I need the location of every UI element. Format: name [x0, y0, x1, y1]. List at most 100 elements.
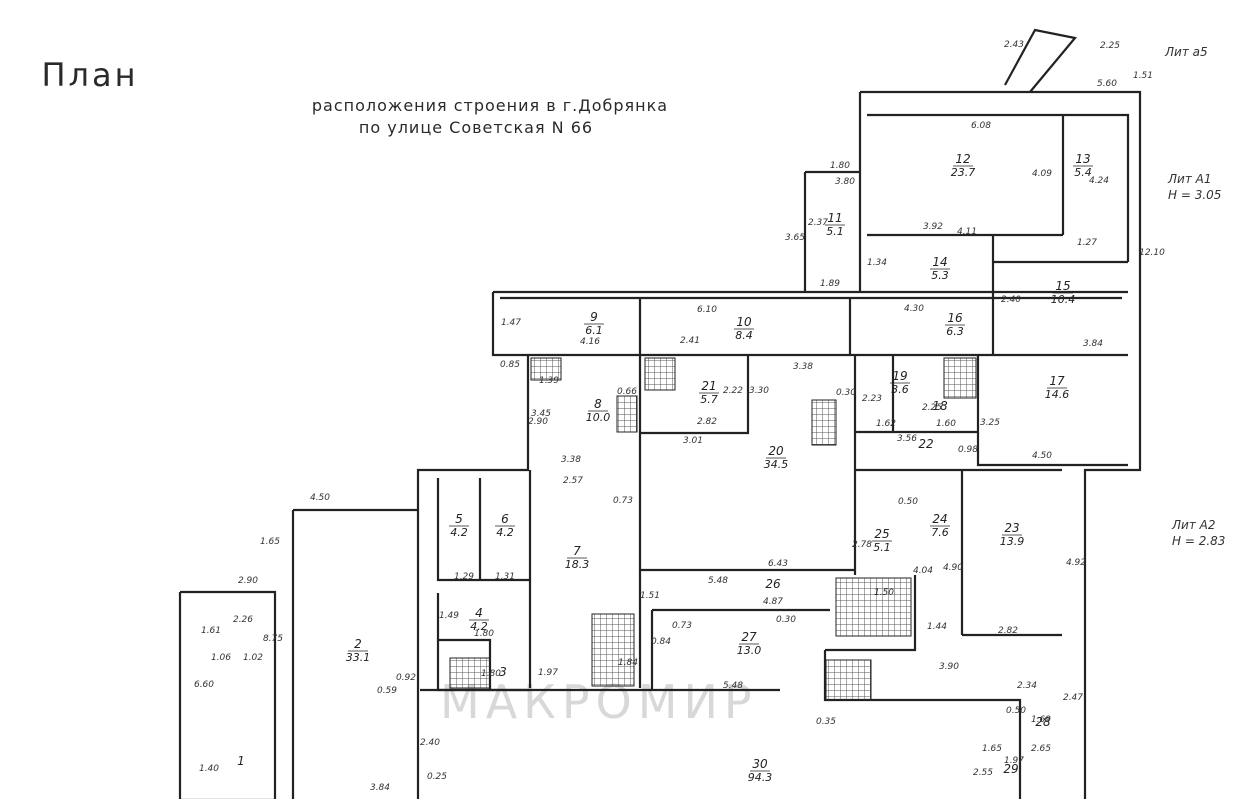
dimension-label: 1.27 [1077, 238, 1097, 248]
room-13-number: 13 [1075, 152, 1090, 166]
room-25-number: 25 [874, 527, 889, 541]
room-3-number: 3 [499, 665, 507, 679]
room-6-area: 4.2 [496, 526, 514, 539]
dimension-label: 6.08 [971, 121, 991, 131]
room-12-area: 23.7 [951, 166, 976, 179]
dimension-label: 2.40 [420, 738, 440, 748]
dimension-label: 4.09 [1032, 169, 1052, 179]
dimension-label: 2.25 [922, 403, 942, 413]
annotation-lit-a2-name: Лит А2 [1172, 518, 1216, 532]
room-6-number: 6 [501, 512, 509, 526]
dimension-label: 4.92 [1066, 558, 1086, 568]
dimension-label: 6.10 [697, 305, 717, 315]
dimension-label: 6.60 [194, 680, 214, 690]
room-7-area: 18.3 [565, 558, 590, 571]
dimension-label: 4.11 [957, 227, 977, 237]
annotation-lit-a1-height: H = 3.05 [1168, 188, 1222, 202]
dimension-label: 1.97 [1004, 756, 1024, 766]
room-2-area: 33.1 [346, 651, 371, 664]
room-24-number: 24 [932, 512, 947, 526]
dimension-label: 1.69 [1031, 715, 1051, 725]
room-18-number: 18 [932, 399, 948, 413]
dimension-label: 2.82 [998, 626, 1018, 636]
room-16-area: 6.3 [946, 325, 964, 338]
dimension-label: 1.51 [640, 591, 660, 601]
room-30-number: 30 [752, 757, 768, 771]
room-8-area: 10.0 [586, 411, 611, 424]
room-21-area: 5.7 [700, 393, 718, 406]
dimension-label: 0.98 [958, 445, 978, 455]
dimension-label: 2.37 [808, 218, 828, 228]
room-4-area: 4.2 [470, 620, 488, 633]
room-14-number: 14 [932, 255, 947, 269]
dimension-label: 12.10 [1139, 248, 1165, 258]
dimension-label: 2.43 [1004, 40, 1024, 50]
dimension-label: 4.87 [763, 597, 783, 607]
room-15-area: 10.4 [1051, 293, 1076, 306]
dimension-label: 1.60 [936, 419, 956, 429]
dimension-label: 4.50 [1032, 451, 1052, 461]
dimension-label: 0.73 [613, 496, 633, 506]
room-17-area: 14.6 [1045, 388, 1070, 401]
room-20-area: 34.5 [764, 458, 789, 471]
dimension-label: 0.66 [617, 387, 637, 397]
room-30-area: 94.3 [748, 771, 773, 784]
room-4-number: 4 [475, 606, 483, 620]
room-10-number: 10 [736, 315, 752, 329]
plan-subtitle-street: по улице Советская N 66 [358, 118, 594, 137]
room-19-number: 19 [892, 369, 907, 383]
dimension-label: 2.22 [723, 386, 743, 396]
dimension-label: 4.16 [580, 337, 600, 347]
dimension-label: 1.34 [867, 258, 887, 268]
room-8-number: 8 [594, 397, 602, 411]
dimension-label: 0.85 [500, 360, 520, 370]
dimension-label: 3.38 [793, 362, 813, 372]
dimension-label: 1.29 [454, 572, 474, 582]
dimension-label: 3.90 [939, 662, 959, 672]
dimension-label: 5.48 [723, 681, 743, 691]
dimension-label: 2.65 [1031, 744, 1051, 754]
room-5-area: 4.2 [450, 526, 468, 539]
dimension-label: 0.50 [898, 497, 918, 507]
room-11-area: 5.1 [826, 225, 844, 238]
room-25-area: 5.1 [873, 541, 891, 554]
dimension-label: 3.92 [923, 222, 943, 232]
dimension-label: 3.30 [749, 386, 769, 396]
room-16-number: 16 [947, 311, 963, 325]
dimension-label: 2.90 [238, 576, 258, 586]
dimension-label: 1.80 [474, 629, 494, 639]
dimension-label: 0.50 [1006, 706, 1026, 716]
dimension-label: 3.84 [370, 783, 390, 793]
dimension-label: 1.47 [501, 318, 521, 328]
dimension-label: 3.65 [785, 233, 805, 243]
dimension-label: 3.84 [1083, 339, 1103, 349]
dimension-label: 2.40 [1001, 295, 1021, 305]
room-13-area: 5.4 [1074, 166, 1092, 179]
room-9-number: 9 [590, 310, 598, 324]
dimension-label: 3.80 [835, 177, 855, 187]
room-11-number: 11 [827, 211, 842, 225]
room-26-number: 26 [765, 577, 781, 591]
room-17-number: 17 [1049, 374, 1065, 388]
dimension-label: 0.92 [396, 673, 416, 683]
dimension-label: 6.43 [768, 559, 788, 569]
dimension-label: 2.82 [697, 417, 717, 427]
dimension-label: 1.65 [260, 537, 280, 547]
dimension-label: 3.01 [683, 436, 703, 446]
dimension-label: 2.41 [680, 336, 700, 346]
room-12-number: 12 [955, 152, 970, 166]
dimension-label: 1.62 [876, 419, 896, 429]
room-10-area: 8.4 [735, 329, 753, 342]
room-2-number: 2 [354, 637, 362, 651]
dimension-label: 4.30 [904, 304, 924, 314]
room-7-number: 7 [573, 544, 581, 558]
dimension-label: 1.51 [1133, 71, 1153, 81]
dimension-label: 2.26 [233, 615, 253, 625]
dimension-label: 1.49 [439, 611, 459, 621]
dimension-label: 2.47 [1063, 693, 1083, 703]
dimension-label: 2.90 [528, 417, 548, 427]
room-27-number: 27 [741, 630, 757, 644]
room-28-number: 28 [1035, 715, 1051, 729]
dimension-label: 1.84 [618, 658, 638, 668]
dimension-label: 2.25 [1100, 41, 1120, 51]
